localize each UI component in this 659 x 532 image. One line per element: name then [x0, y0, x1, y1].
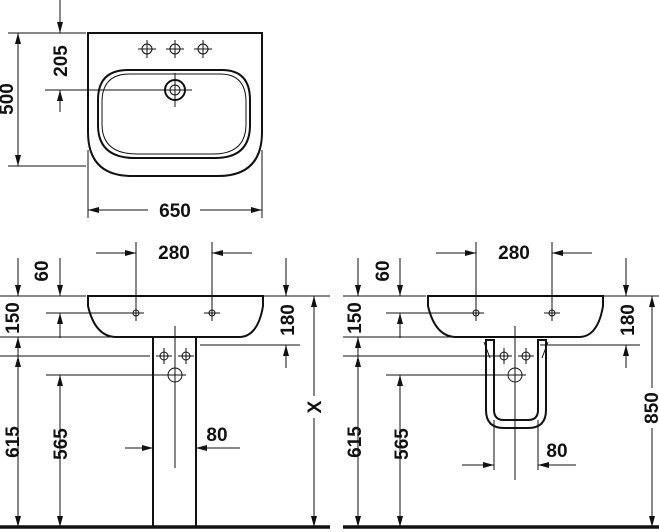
label-rim-height: 150 [345, 302, 366, 334]
drain-icon [158, 73, 192, 107]
basin-front-outline [427, 295, 604, 338]
label-tap-from-top: 60 [373, 260, 394, 281]
dimension-supply-height: 615 [0, 355, 150, 527]
front-view-pedestal: 280 60 150 [0, 242, 330, 529]
dimension-basin-height: 180 [540, 258, 640, 368]
dimension-depth: 500 [0, 32, 86, 167]
dimension-supply-height: 615 [343, 355, 496, 527]
basin-top-outline [87, 32, 263, 177]
semi-pedestal [483, 339, 549, 429]
tap-hole-right-icon [204, 305, 220, 321]
dimension-tap-from-top: 60 [32, 258, 128, 338]
label-rim-height: 150 [3, 302, 24, 334]
label-basin-height: 180 [278, 304, 299, 336]
label-tap-spacing: 280 [158, 243, 190, 264]
dimension-pedestal-width: 80 [462, 420, 576, 470]
label-pedestal-width: 80 [546, 441, 567, 462]
dimension-rim-height: 150 [0, 258, 150, 356]
label-tap-from-top: 60 [32, 260, 53, 281]
dimension-tap-offset: 205 [45, 0, 160, 112]
dimension-waste-height: 565 [46, 374, 164, 527]
dimension-width: 650 [87, 150, 263, 222]
dimension-tap-spacing: 280 [436, 242, 592, 305]
dimension-install-height: 850 [640, 295, 659, 527]
tap-hole-center-icon [166, 40, 184, 58]
dimension-tap-spacing: 280 [96, 242, 252, 305]
basin-front-outline [87, 295, 264, 338]
tap-hole-left-icon [138, 40, 156, 58]
label-pedestal-width: 80 [206, 425, 227, 446]
dimension-install-height: X [300, 295, 330, 527]
label-waste-height: 565 [51, 428, 72, 460]
label-tap-spacing: 280 [498, 243, 530, 264]
supply-connection-icons [156, 348, 194, 364]
tap-hole-right-icon [194, 40, 212, 58]
label-supply-height: 615 [345, 426, 366, 458]
tap-hole-left-icon [468, 305, 484, 321]
supply-connection-icons [496, 348, 534, 364]
label-basin-height: 180 [618, 304, 639, 336]
dimension-tap-from-top: 60 [373, 258, 468, 338]
top-view: 500 205 650 [0, 0, 263, 222]
label-waste-height: 565 [392, 428, 413, 460]
label-supply-height: 615 [3, 426, 24, 458]
dimension-pedestal-width: 80 [125, 425, 240, 451]
label-install-height: X [305, 400, 326, 413]
tap-hole-left-icon [128, 305, 144, 321]
tap-hole-right-icon [544, 305, 560, 321]
label-tap-offset: 205 [51, 45, 72, 77]
pedestal [152, 337, 197, 527]
dimension-waste-height: 565 [386, 374, 504, 527]
dimension-basin-height: 180 [200, 258, 300, 368]
label-width: 650 [159, 201, 191, 222]
label-install-height: 850 [642, 392, 659, 424]
label-depth: 500 [0, 83, 18, 115]
dimension-rim-height: 150 [343, 258, 484, 356]
front-view-semi-pedestal: 280 60 150 [343, 242, 659, 529]
